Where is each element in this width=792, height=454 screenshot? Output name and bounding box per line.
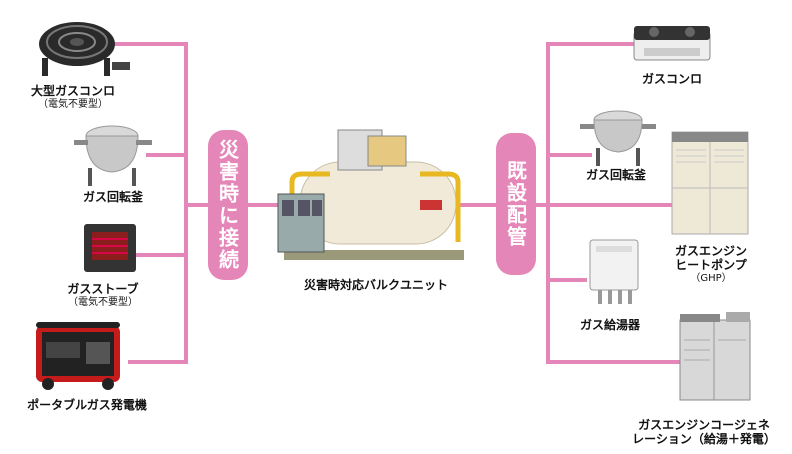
portable-generator-label: ポータブルガス発電機 <box>27 398 147 412</box>
gas-heater-label: ガスストーブ （電気不要型） <box>48 282 158 310</box>
bulk-unit-icon <box>277 129 464 260</box>
right-rotating-kettle-label: ガス回転釜 <box>585 168 646 182</box>
bulk-unit-label: 災害時対応バルクユニット <box>303 278 448 292</box>
water-heater-label: ガス給湯器 <box>579 318 640 332</box>
gas-heater-icon <box>84 224 136 272</box>
cogeneration-label: ガスエンジンコージェネ レーション（給湯＋発電） <box>632 418 776 446</box>
right-rotating-kettle-icon <box>580 110 656 166</box>
disaster-connection-pill: 災害時に接続 <box>208 130 248 280</box>
large-gas-stove-sublabel: （電気不要型） <box>38 99 108 110</box>
gas-stove-label: ガスコンロ <box>641 72 702 86</box>
ghp-label: ガスエンジン ヒートポンプ （GHP） <box>674 244 747 284</box>
rotating-kettle-icon <box>74 125 152 186</box>
cogeneration-unit-icon <box>679 312 751 401</box>
large-gas-stove-icon <box>39 22 130 76</box>
water-heater-icon <box>589 239 639 304</box>
gas-stove-icon <box>633 26 711 61</box>
rotating-kettle-label: ガス回転釜 <box>82 190 143 204</box>
existing-piping-pill: 既設配管 <box>496 133 536 275</box>
portable-generator-icon <box>36 322 120 390</box>
ghp-unit-icon <box>671 131 749 235</box>
gas-heater-sublabel: （電気不要型） <box>68 297 138 308</box>
large-gas-stove-label: 大型ガスコンロ （電気不要型） <box>18 84 128 112</box>
